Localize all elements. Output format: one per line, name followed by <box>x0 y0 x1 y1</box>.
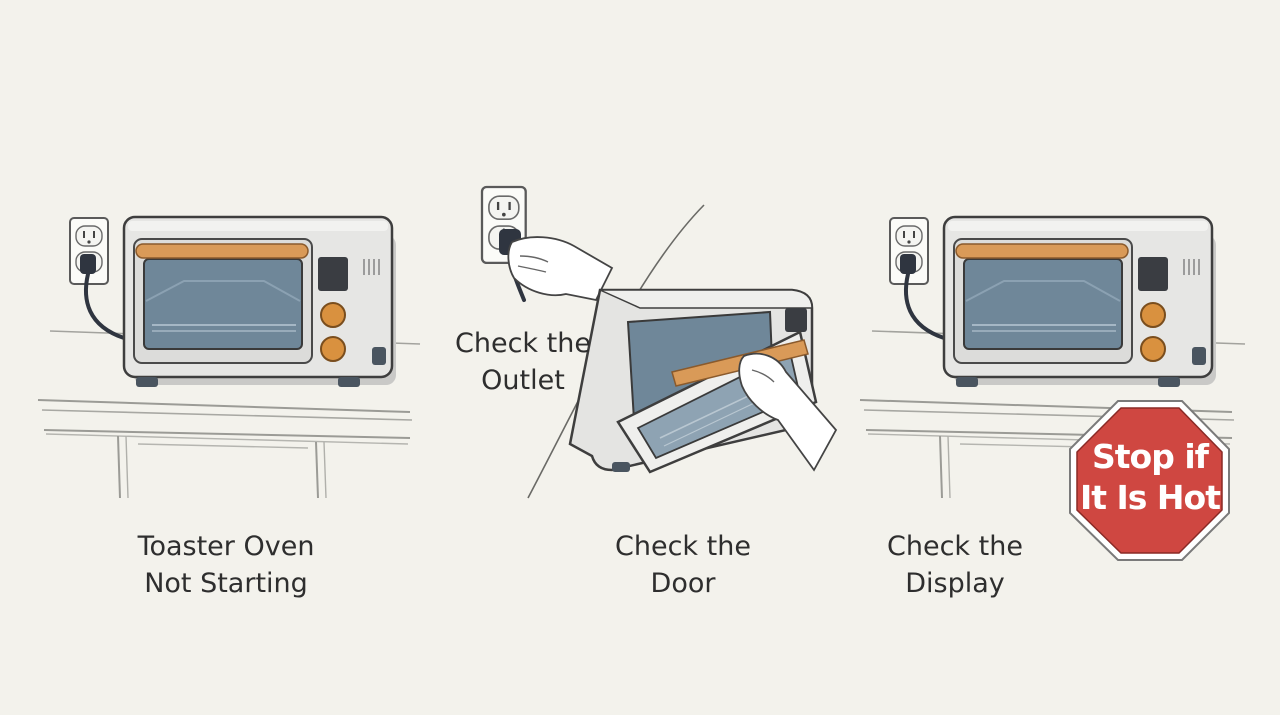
label-line-2: Door <box>650 568 716 599</box>
label-line-2: Outlet <box>481 365 565 396</box>
hand-icon <box>507 236 614 302</box>
hand-icon <box>738 352 838 472</box>
stop-sign-icon <box>1069 400 1230 561</box>
power-plug-icon <box>80 254 126 340</box>
panel-3-illustration <box>859 215 1246 499</box>
label-line-2: Display <box>905 568 1005 599</box>
toaster-oven-icon <box>122 215 398 389</box>
cabinet-drawing <box>37 399 413 499</box>
label-check-outlet: Check the Outlet <box>436 325 610 399</box>
stop-sign-line-2: It Is Hot <box>1079 478 1221 517</box>
panel-2-illustration <box>480 185 838 499</box>
label-line-1: Check the <box>615 531 751 562</box>
label-line-2: Not Starting <box>144 568 308 599</box>
label-check-display: Check the Display <box>868 528 1042 602</box>
label-line-1: Check the <box>887 531 1023 562</box>
label-check-door: Check the Door <box>596 528 770 602</box>
toaster-oven-icon <box>942 215 1218 389</box>
label-line-1: Check the <box>455 328 591 359</box>
panel-1-illustration <box>37 215 421 499</box>
label-line-1: Toaster Oven <box>137 531 315 562</box>
stop-sign-text: Stop if It Is Hot <box>1070 436 1230 518</box>
power-plug-icon <box>900 254 946 340</box>
stop-sign-line-1: Stop if <box>1092 437 1209 476</box>
label-toaster-oven-not-starting: Toaster Oven Not Starting <box>106 528 346 602</box>
